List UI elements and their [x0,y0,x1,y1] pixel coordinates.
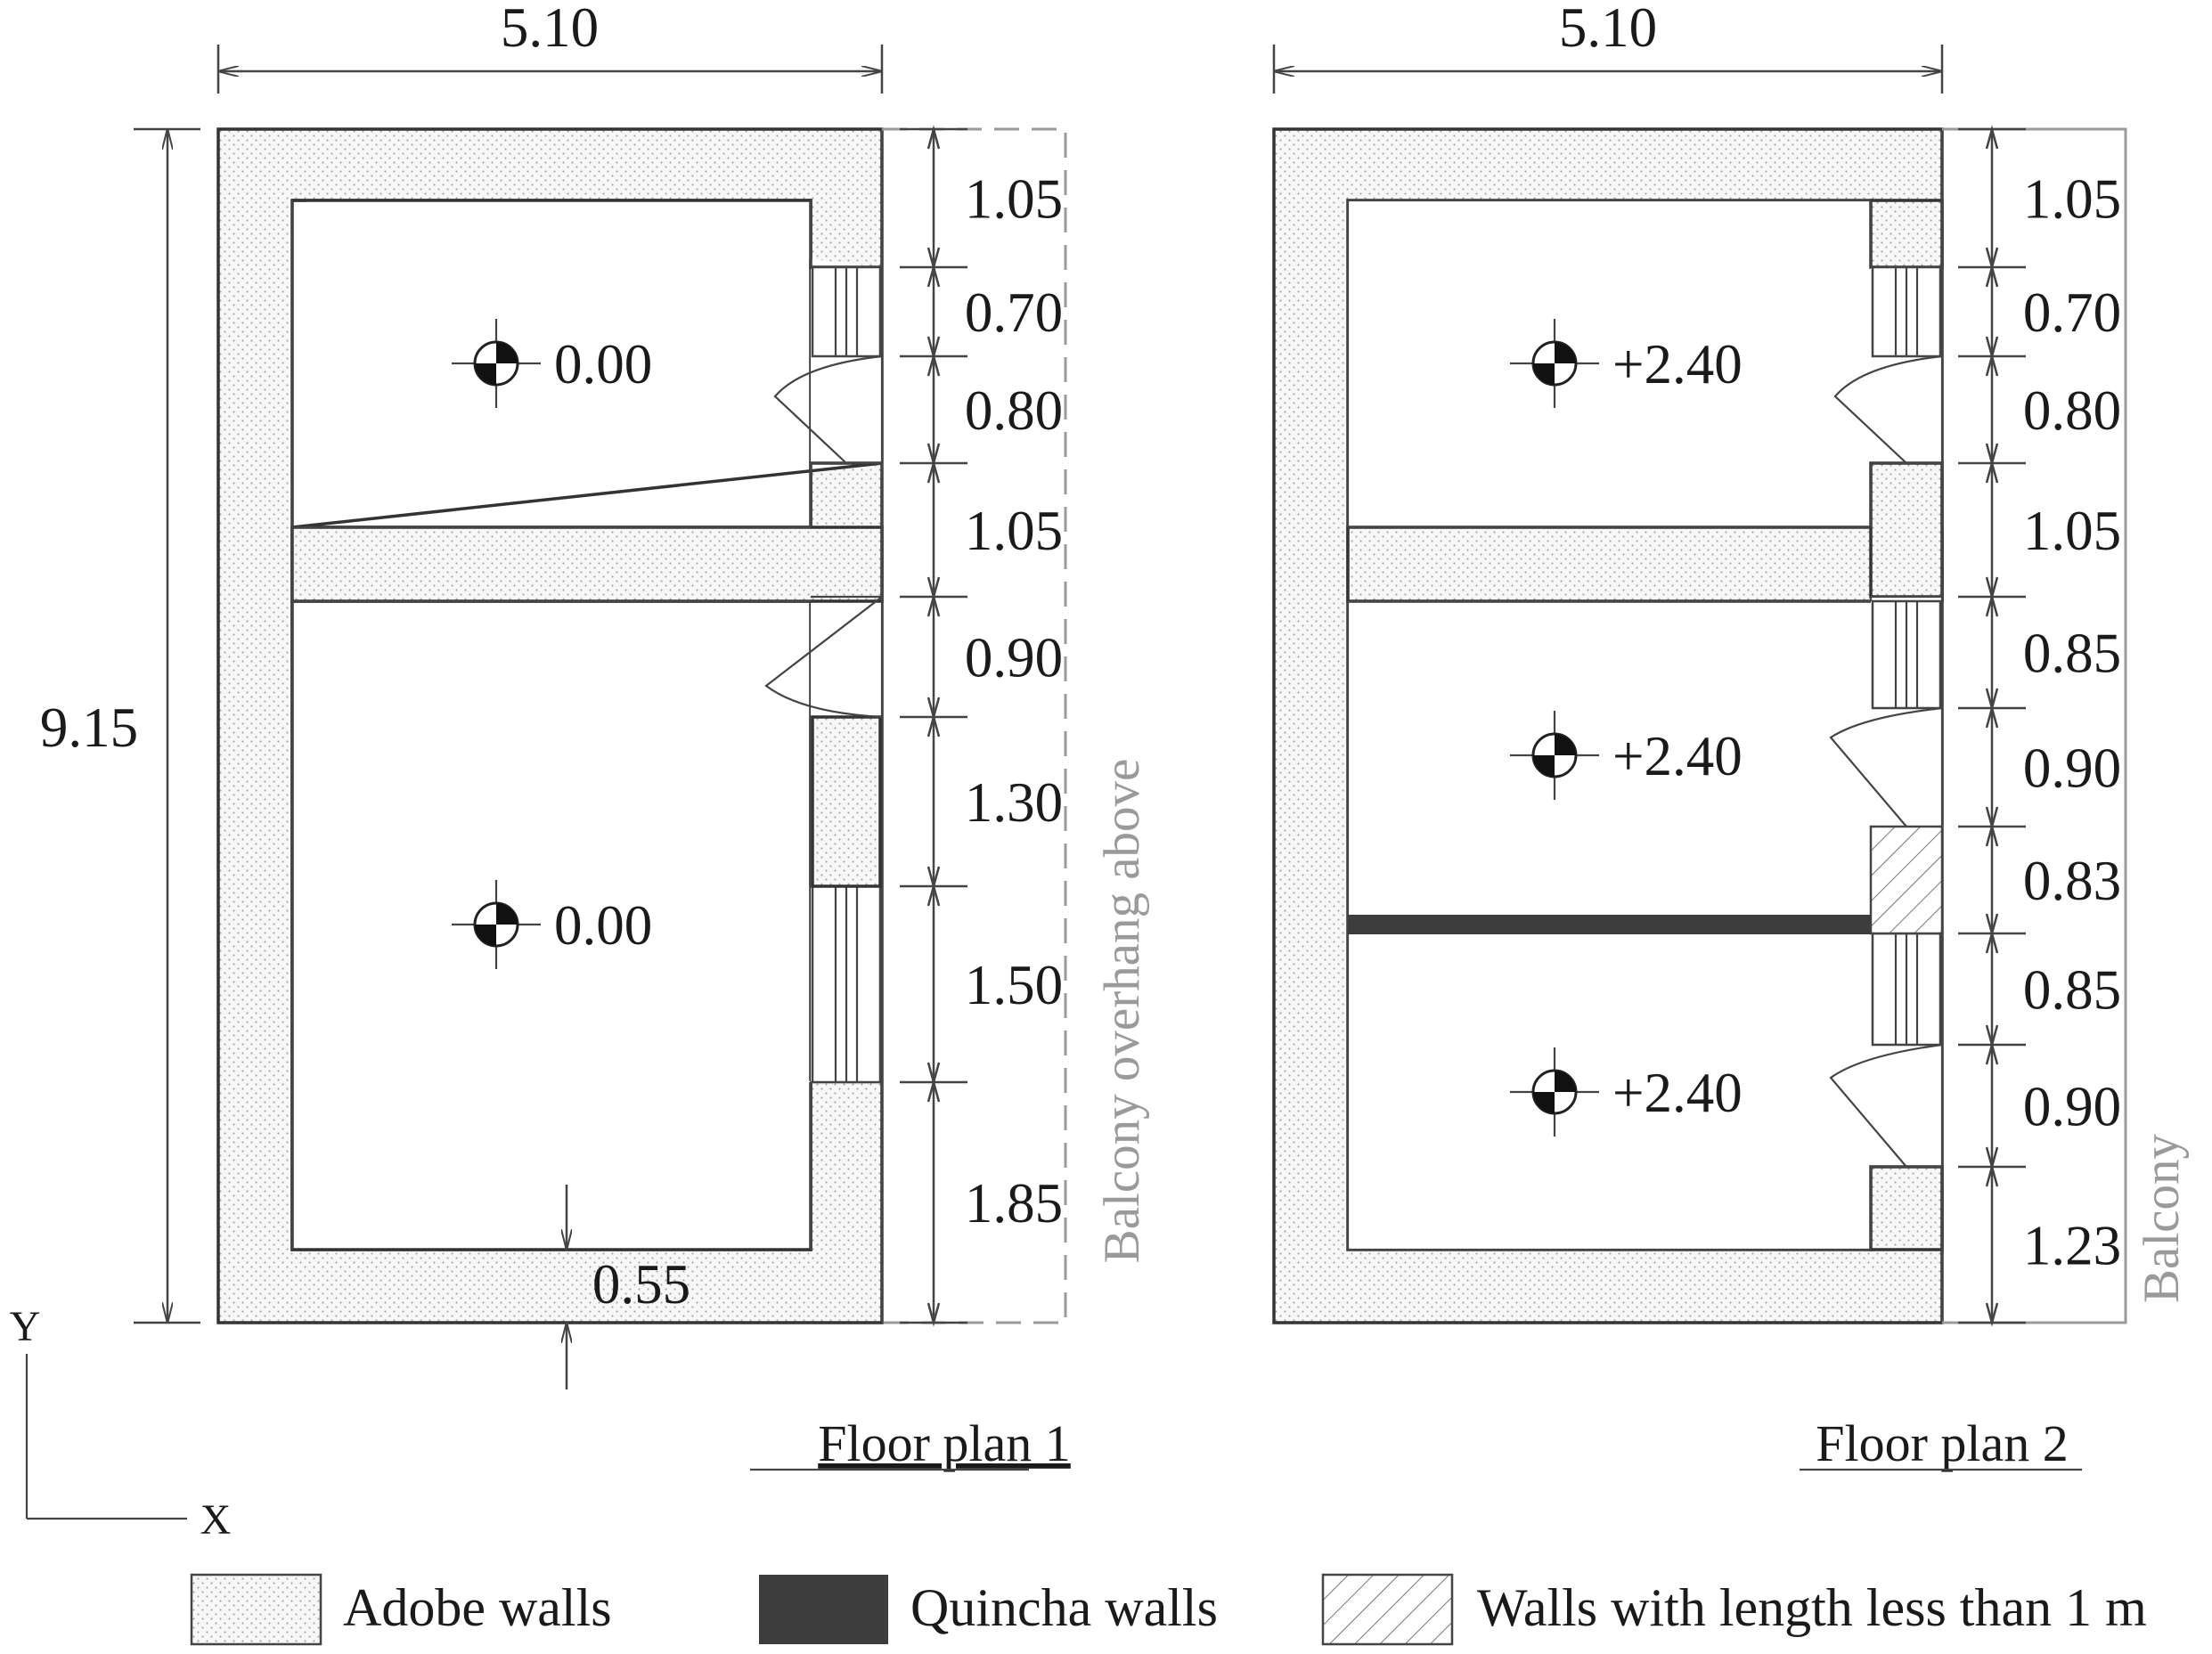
plan2-door-3 [1829,1043,1943,1168]
plan1-dimensions [134,45,967,1389]
floor-plan-2 [1272,127,2127,1324]
plan2-level-marker-3: +2.40 [1510,1047,1743,1137]
floor-plan-1 [216,127,1067,1324]
plan2-dim-segment-label: 0.80 [2023,379,2121,442]
plan1-balcony-overhang [882,127,1067,1324]
plan1-window-upper [811,265,882,358]
plan2-dim-arrow [1985,459,1999,484]
legend: Adobe walls Quincha walls Walls with len… [190,1573,2147,1646]
legend-quincha-label: Quincha walls [910,1578,1218,1637]
legend-short-wall-label: Walls with length less than 1 m [1477,1578,2147,1637]
plan2-dim-segment-label: 1.05 [2023,500,2121,562]
plan2-dimensions [1272,45,2026,1327]
plan2-dim-segment-label: 0.83 [2023,850,2121,912]
plan1-door-lower [764,596,883,719]
plan1-dim-arrow [926,592,941,617]
plan2-window-3 [1871,932,1942,1047]
overall-height-label: 9.15 [40,697,138,759]
plan2-door-2 [1829,706,1943,827]
plan2-dim-arrow [1985,929,1999,954]
plan1-level-marker-lower-label: 0.00 [554,894,652,957]
plan1-door-upper [773,354,883,464]
plan2-title: Floor plan 2 [1816,1414,2069,1472]
plan2-window-1 [1871,265,1942,358]
plan1-dim-segment-label: 0.70 [965,281,1063,344]
plan1-dim-arrow [926,263,941,288]
plan1-dim-segment-label: 1.85 [965,1172,1063,1234]
plan2-balcony-note: Balcony [2134,1134,2190,1303]
plan1-window-lower [811,884,882,1084]
plan1-dim-arrow [926,352,941,377]
legend-short-wall-swatch [1321,1573,1454,1646]
plan2-dim-segment-label: 0.70 [2023,281,2121,344]
plan2-dim-segment-label: 0.85 [2023,623,2121,685]
plan1-title: Floor plan 1 [818,1414,1071,1472]
plan2-balcony [1942,127,2127,1324]
plan1-dim-arrow [926,713,941,737]
plan1-dim-arrow [926,125,941,150]
plan1-dim-segment-label: 1.30 [965,771,1063,834]
plan1-dim-segment-label: 1.05 [965,500,1063,562]
plan1-dim-arrow [926,1302,941,1327]
plan1-level-marker-upper-label: 0.00 [554,333,652,395]
plan2-dim-arrow [1985,1040,1999,1065]
plan2-dim-arrow [1985,263,1999,288]
plan2-dim-arrow [1985,125,1999,150]
plan2-dim-arrow [1985,822,1999,847]
plan2-dim-segment-label: 1.05 [2023,168,2121,231]
plan2-dim-arrow [1985,704,1999,729]
axis-y-label: Y [10,1303,41,1350]
plan1-dim-arrow [926,882,941,907]
plan1-dim-segment-label: 0.90 [965,627,1063,689]
plan1-dim-arrow [926,1078,941,1103]
plan2-window-2 [1871,599,1942,710]
plan2-dim-arrow [1985,1302,1999,1327]
plan2-level-marker-1-label: +2.40 [1612,333,1743,395]
plan2-dim-segment-label: 0.90 [2023,1076,2121,1138]
plan2-dim-segment-label: 1.23 [2023,1215,2121,1277]
plan1-level-marker-lower: 0.00 [452,880,652,969]
plan2-level-marker-1: +2.40 [1510,319,1743,408]
plan2-width-label: 5.10 [1559,0,1657,59]
legend-adobe-swatch [190,1573,322,1646]
plan2-dim-arrow [1985,1162,1999,1187]
plan1-balcony-note: Balcony overhang above [1094,759,1150,1264]
plan2-dim-arrow [1985,592,1999,617]
plan2-short-wall [1869,825,1944,935]
plan2-level-marker-3-label: +2.40 [1612,1062,1743,1124]
plan1-level-marker-upper: 0.00 [452,319,652,408]
plan2-level-marker-2: +2.40 [1510,711,1743,800]
slab-thickness-label: 0.55 [592,1253,690,1316]
plan1-partition [290,526,884,603]
legend-adobe-label: Adobe walls [343,1578,612,1637]
plan2-dim-segment-label: 0.90 [2023,737,2121,800]
axis-x-label: X [200,1496,232,1544]
plan2-level-marker-2-label: +2.40 [1612,725,1743,787]
plan2-door-1 [1833,354,1943,464]
legend-quincha-swatch [759,1575,888,1644]
plan1-dim-segment-label: 1.50 [965,954,1063,1016]
plan2-dim-segment-label: 0.85 [2023,959,2121,1022]
plan1-dim-arrow [926,459,941,484]
plan1-dim-segment-label: 1.05 [965,168,1063,231]
plan2-dim-arrow [1985,352,1999,377]
axis-indicator [25,1354,187,1520]
plan1-room-lower [290,601,812,1251]
plan1-dim-segment-label: 0.80 [965,379,1063,442]
plan1-width-label: 5.10 [501,0,599,59]
plan2-quincha-wall [1348,915,1871,934]
